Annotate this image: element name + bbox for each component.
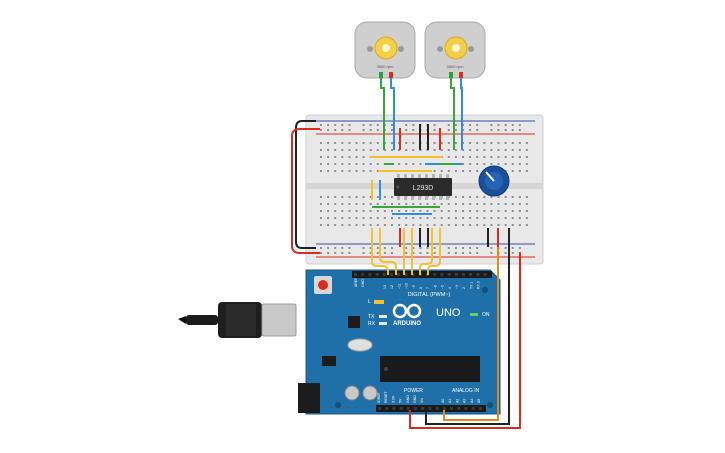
capacitor-icon	[362, 385, 378, 401]
power-pin-label: 3.3V	[391, 395, 395, 403]
motor-2-terminal-green[interactable]	[449, 72, 453, 78]
digital-pin-label: 2	[462, 287, 466, 289]
arduino-brand: ARDUINO	[393, 321, 421, 327]
digital-header[interactable]	[352, 271, 492, 278]
led-tx-label: TX	[368, 314, 375, 320]
wire-yellow[interactable]	[379, 228, 397, 275]
voltage-regulator	[322, 356, 336, 366]
led-l-label: L	[368, 299, 371, 305]
cable-end-icon	[178, 316, 186, 324]
digital-pin-label: RX 0	[477, 281, 481, 289]
led-rx-label: RX	[368, 321, 376, 327]
wire-black[interactable]	[295, 120, 316, 249]
wire-yellow[interactable]	[419, 228, 433, 275]
usb-chip	[348, 316, 360, 328]
chip-label: L293D	[413, 185, 434, 192]
arduino-wires[interactable]	[371, 228, 521, 429]
led-l-indicator	[374, 300, 384, 304]
arduino-uno-board[interactable]: L TX RX ON ARDUINO UNO DIGITAL (PWM~) PO…	[298, 269, 501, 415]
wire-blue[interactable]	[390, 78, 395, 150]
power-label: POWER	[404, 388, 423, 394]
reset-button-cap[interactable]	[318, 280, 328, 290]
analog-pin-label: A1	[448, 399, 452, 403]
arduino-model: UNO	[436, 307, 461, 319]
gnd-pin-label: GND	[361, 279, 365, 287]
motor-screw-icon	[398, 46, 404, 52]
analog-pin-label: A4	[470, 399, 474, 403]
digital-pin-label: ~11	[397, 283, 401, 289]
wire-blue[interactable]	[460, 78, 463, 150]
potentiometer[interactable]	[478, 165, 510, 197]
power-jack[interactable]	[298, 383, 320, 413]
crystal-oscillator	[347, 338, 373, 352]
cable-wire[interactable]	[186, 315, 218, 325]
wire-yellow[interactable]	[427, 228, 441, 275]
breadboard-jumpers[interactable]	[370, 124, 510, 247]
dc-motor-2[interactable]: 3500 rpm	[424, 21, 486, 79]
motor-1-terminal-green[interactable]	[379, 72, 383, 78]
potentiometer-indicator-icon	[485, 171, 495, 182]
digital-pin-label: TX 1	[469, 282, 473, 289]
arduino-logo-icon	[392, 303, 422, 319]
power-pin-label: IOREF	[377, 392, 381, 403]
digital-pin-label: ~6	[433, 285, 437, 289]
atmega-chip	[380, 356, 480, 382]
led-on-indicator	[470, 313, 478, 316]
led-tx-indicator	[379, 315, 387, 318]
breadboard-holes	[320, 124, 528, 254]
wire-red[interactable]	[409, 252, 521, 429]
digital-pin-label: 4	[448, 287, 452, 289]
analog-in-label: ANALOG IN	[452, 388, 480, 394]
analog-pin-label: A3	[463, 399, 467, 403]
chip-body[interactable]	[394, 178, 452, 196]
wire-black[interactable]	[425, 247, 510, 425]
usb-b-connector[interactable]	[261, 303, 297, 337]
motor-1-label: 3500 rpm	[377, 64, 395, 69]
motor-wires[interactable]	[380, 78, 463, 150]
digital-pin-label: ~5	[441, 285, 445, 289]
digital-pin-label: 8	[419, 287, 423, 289]
motor-2-terminal-red[interactable]	[459, 72, 463, 78]
digital-pin-label: 7	[426, 287, 430, 289]
wire-orange[interactable]	[443, 247, 499, 421]
power-pin-label: 5V	[399, 398, 403, 403]
l293d-chip[interactable]: L293D	[394, 174, 452, 200]
digital-pin-label: 12	[390, 285, 394, 289]
motor-2-label: 3500 rpm	[447, 64, 465, 69]
wire-green[interactable]	[380, 78, 385, 150]
capacitor-icon	[344, 385, 360, 401]
wire-green[interactable]	[450, 78, 455, 150]
motor-screw-icon	[367, 46, 373, 52]
power-pin-label: GND	[406, 395, 410, 403]
led-on-label: ON	[482, 312, 490, 318]
motor-1-terminal-red[interactable]	[389, 72, 393, 78]
wire-yellow[interactable]	[371, 228, 389, 275]
aref-pin-label: AREF	[354, 278, 358, 287]
digital-pin-label: 13	[383, 285, 387, 289]
motor-screw-icon	[468, 46, 474, 52]
power-pin-label: GND	[413, 395, 417, 403]
analog-pin-label: A5	[477, 399, 481, 403]
wire-red[interactable]	[291, 128, 320, 254]
rail-loop-wires[interactable]	[291, 120, 320, 254]
digital-pin-label: ~10	[405, 283, 409, 289]
digital-pin-label: ~9	[412, 285, 416, 289]
digital-pwm-label: DIGITAL (PWM~)	[408, 292, 451, 298]
usb-cable[interactable]	[178, 302, 297, 338]
power-pin-label: Vin	[420, 398, 424, 403]
chip-notch-icon	[396, 185, 400, 189]
chip-notch-icon	[384, 367, 388, 371]
analog-pin-label: A0	[441, 399, 445, 403]
digital-pin-label: ~3	[455, 285, 459, 289]
led-rx-indicator	[379, 322, 387, 325]
dc-motor-1[interactable]: 3500 rpm	[354, 21, 416, 79]
motor-screw-icon	[437, 46, 443, 52]
power-pin-label: RESET	[384, 390, 388, 403]
analog-pin-label: A2	[455, 399, 459, 403]
